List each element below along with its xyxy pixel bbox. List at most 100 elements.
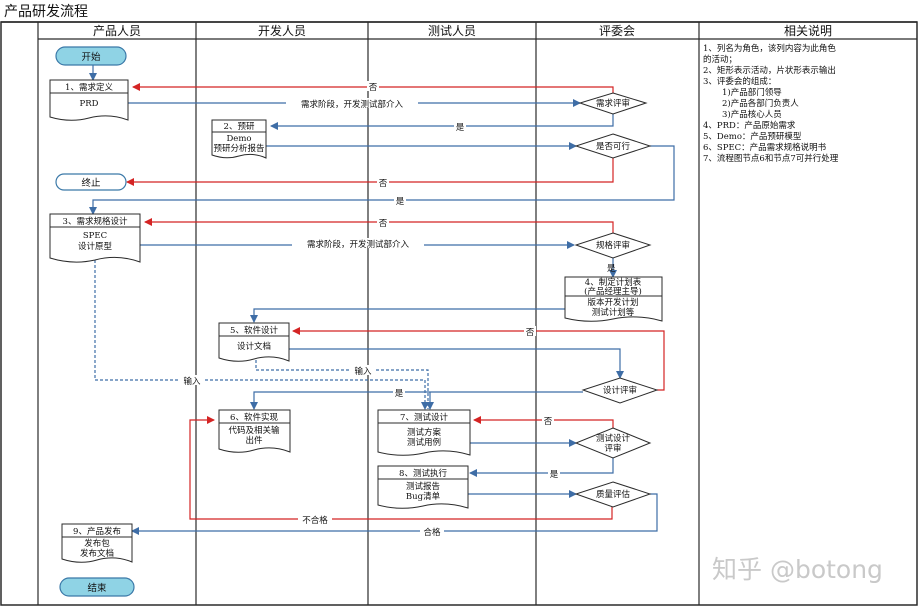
decision-spec-review: 规格评审 (574, 232, 652, 259)
label-no-d1: 否 (369, 83, 378, 93)
label-demand-stage-1: 需求阶段，开发测试部介入 (301, 99, 404, 110)
edge-n3-input-to-n7 (94, 260, 429, 410)
node-4-plan: 4、制定计划表 (产品经理主导) 版本开发计划 测试计划等 (564, 276, 663, 322)
decision-feasibility: 是否可行 (574, 133, 652, 159)
label-pass: 合格 (423, 527, 441, 538)
lane-header-product: 产品人员 (93, 24, 141, 38)
edge-labels: 否 需求阶段，开发测试部介入 是 否 是 否 需求阶段，开发测试部介入 是 否 … (180, 81, 616, 538)
label-no-d3: 否 (379, 219, 388, 229)
edge-d1-yes-to-n2 (270, 114, 614, 130)
note-line: 1)产品部门领导 (722, 87, 782, 98)
svg-text:Demo: Demo (226, 134, 251, 144)
decision-quality-assessment: 质量评估 (574, 481, 652, 508)
terminal-start: 开始 (55, 46, 127, 66)
svg-text:3、需求规格设计: 3、需求规格设计 (63, 216, 128, 227)
lane-header-notes: 相关说明 (784, 23, 832, 38)
edge-n5-input-to-n7 (255, 360, 429, 409)
svg-text:需求评审: 需求评审 (596, 98, 630, 109)
edge-d5-no-to-n7 (473, 416, 614, 429)
svg-text:结束: 结束 (87, 582, 107, 594)
node-3-spec-design: 3、需求规格设计 SPEC 设计原型 (49, 213, 141, 263)
node-6-implementation: 6、软件实现 代码及相关输 出件 (218, 409, 291, 453)
note-line: 3、评委会的组成： (703, 76, 776, 87)
svg-text:质量评估: 质量评估 (596, 489, 631, 500)
svg-text:代码及相关输: 代码及相关输 (228, 425, 280, 436)
svg-text:9、产品发布: 9、产品发布 (73, 526, 121, 537)
decision-design-review: 设计评审 (581, 377, 659, 404)
note-line: 1、列名为角色，该列内容为此角色 (703, 43, 836, 54)
note-line: 5、Demo：产品预研模型 (703, 131, 802, 142)
edge-d6-fail-to-n6 (189, 416, 613, 520)
svg-text:设计文档: 设计文档 (237, 341, 271, 352)
lane-header-dev: 开发人员 (258, 23, 306, 38)
label-fail: 不合格 (302, 515, 328, 526)
svg-text:2、预研: 2、预研 (224, 121, 255, 132)
node-8-test-execution: 8、测试执行 测试报告 Bug清单 (377, 465, 469, 509)
svg-text:7、测试设计: 7、测试设计 (400, 412, 448, 423)
node-2-pre-research: 2、预研 Demo 预研分析报告 (211, 119, 267, 159)
svg-text:发布文档: 发布文档 (80, 548, 114, 559)
svg-text:是否可行: 是否可行 (596, 141, 631, 152)
svg-text:测试计划等: 测试计划等 (592, 307, 635, 318)
svg-text:1、需求定义: 1、需求定义 (65, 82, 113, 93)
svg-text:设计评审: 设计评审 (603, 385, 637, 396)
note-line: 7、流程图节点6和节点7可并行处理 (703, 153, 839, 164)
page-title: 产品研发流程 (4, 4, 88, 20)
label-yes-d3: 是 (607, 264, 616, 274)
svg-text:6、软件实现: 6、软件实现 (230, 412, 278, 423)
svg-text:测试方案: 测试方案 (407, 427, 442, 438)
svg-text:(产品经理主导): (产品经理主导) (584, 286, 642, 297)
edge-d6-pass-to-n9 (131, 493, 658, 535)
note-line: 2、矩形表示活动，片状形表示输出 (703, 65, 836, 76)
svg-text:测试用例: 测试用例 (407, 437, 441, 448)
terminal-end: 结束 (59, 577, 135, 597)
svg-text:8、测试执行: 8、测试执行 (399, 468, 447, 479)
svg-text:PRD: PRD (80, 99, 99, 109)
label-yes-d5: 是 (550, 470, 559, 480)
lane-header-review: 评委会 (599, 24, 635, 38)
note-line: 2)产品各部门负责人 (722, 98, 799, 109)
edge-d5-yes-to-n8 (469, 457, 614, 477)
svg-text:5、软件设计: 5、软件设计 (230, 325, 278, 336)
svg-text:开始: 开始 (81, 51, 101, 63)
terminal-stop: 终止 (55, 173, 127, 191)
note-line: 6、SPEC：产品需求规格说明书 (703, 142, 827, 153)
edge-d2-no-to-stop (126, 158, 614, 186)
watermark: 知乎 @botong (712, 555, 883, 584)
edge-d3-no-to-n3 (144, 218, 614, 233)
svg-text:出件: 出件 (245, 435, 263, 446)
svg-text:SPEC: SPEC (83, 231, 107, 241)
node-5-software-design: 5、软件设计 设计文档 (218, 322, 290, 362)
svg-text:终止: 终止 (81, 177, 101, 189)
note-line: 3)产品核心人员 (722, 109, 782, 120)
decision-test-design-review: 测试设计 评审 (574, 427, 652, 459)
label-input-n5: 输入 (354, 366, 372, 377)
notes-panel: 1、列名为角色，该列内容为此角色 的活动； 2、矩形表示活动，片状形表示输出 3… (703, 43, 839, 164)
edge-n5-to-d4 (276, 348, 624, 379)
svg-text:预研分析报告: 预研分析报告 (213, 143, 264, 154)
connectors (89, 65, 675, 535)
edge-d4-no-to-n5 (292, 327, 665, 391)
node-1-requirement-definition: 1、需求定义 PRD (49, 79, 129, 121)
svg-text:设计原型: 设计原型 (78, 241, 113, 252)
label-yes-d1: 是 (456, 123, 465, 133)
edge-d4-yes-to-n6 (250, 391, 583, 410)
svg-text:测试设计: 测试设计 (596, 433, 631, 444)
note-line: 4、PRD：产品原始需求 (703, 120, 796, 131)
svg-text:版本开发计划: 版本开发计划 (587, 297, 638, 308)
node-7-test-design: 7、测试设计 测试方案 测试用例 (377, 409, 471, 456)
node-9-release: 9、产品发布 发布包 发布文档 (61, 523, 133, 563)
label-yes-d4: 是 (395, 389, 404, 399)
edge-d2-yes-to-n3 (89, 145, 675, 215)
label-no-d4: 否 (526, 328, 535, 338)
lane-header-test: 测试人员 (428, 23, 476, 38)
label-demand-stage-2: 需求阶段，开发测试部介入 (307, 239, 410, 250)
edge-d1-no-to-n1 (132, 83, 614, 93)
svg-text:发布包: 发布包 (84, 538, 110, 549)
edge-n4-to-n5 (250, 308, 565, 323)
svg-text:评审: 评审 (604, 443, 621, 454)
swimlane-frame (0, 21, 918, 606)
svg-text:Bug清单: Bug清单 (406, 491, 441, 502)
label-no-d5: 否 (544, 417, 553, 427)
